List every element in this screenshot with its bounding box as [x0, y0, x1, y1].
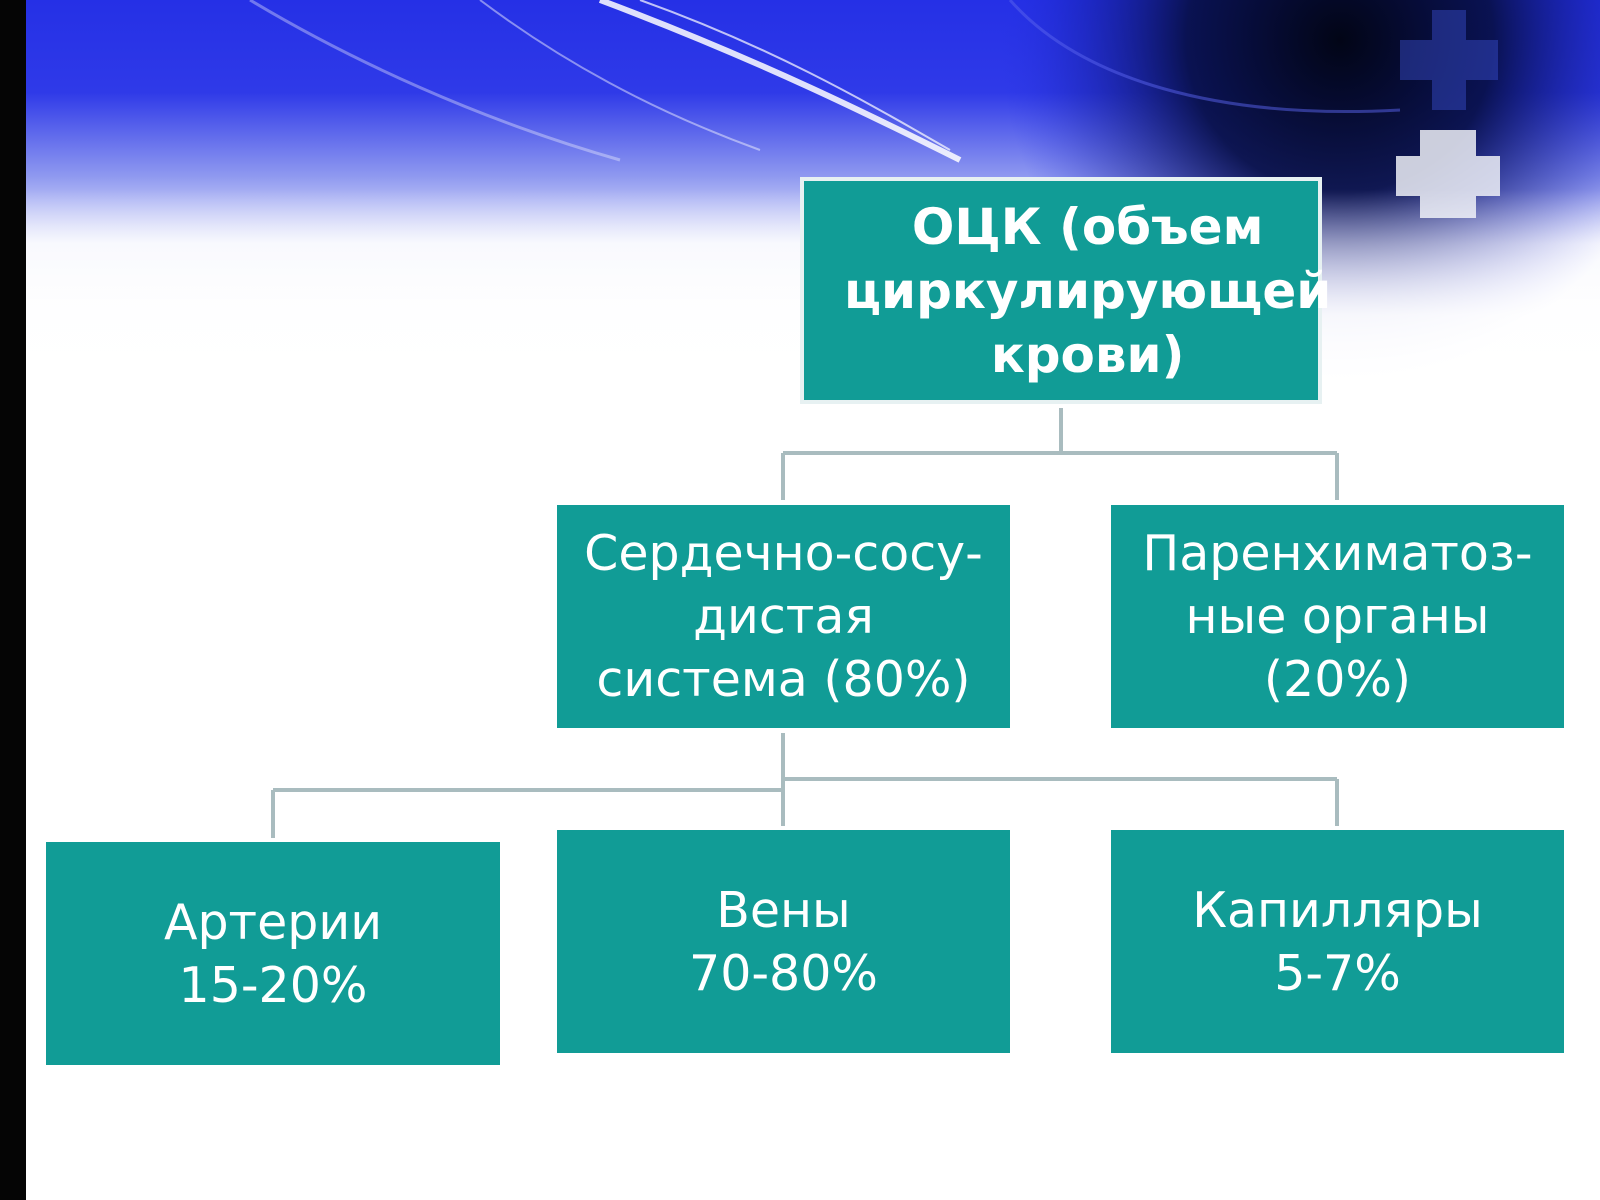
node-capillaries-label: Капилляры 5-7%: [1192, 881, 1483, 1002]
node-veins-label: Вены 70-80%: [689, 881, 878, 1002]
left-edge-bar: [0, 0, 26, 1200]
root-node-bcv: ОЦК (объем циркулирующей крови): [800, 177, 1331, 404]
connector-root-to-level1: [781, 408, 1339, 500]
node-veins: Вены 70-80%: [557, 830, 1010, 1053]
node-parenchymal-label: Паренхиматоз- ные органы (20%): [1142, 525, 1533, 708]
node-arteries-label: Артерии 15-20%: [163, 893, 383, 1014]
root-node-label: ОЦК (объем циркулирующей крови): [844, 197, 1332, 384]
node-cardiovascular-label: Сердечно-сосу- дистая система (80%): [584, 525, 983, 708]
node-cardiovascular-system: Сердечно-сосу- дистая система (80%): [557, 505, 1010, 728]
node-parenchymal-organs: Паренхиматоз- ные органы (20%): [1111, 505, 1564, 728]
connector-cardio-to-level2: [271, 733, 1339, 838]
node-capillaries: Капилляры 5-7%: [1111, 830, 1564, 1053]
node-arteries: Артерии 15-20%: [46, 842, 500, 1065]
